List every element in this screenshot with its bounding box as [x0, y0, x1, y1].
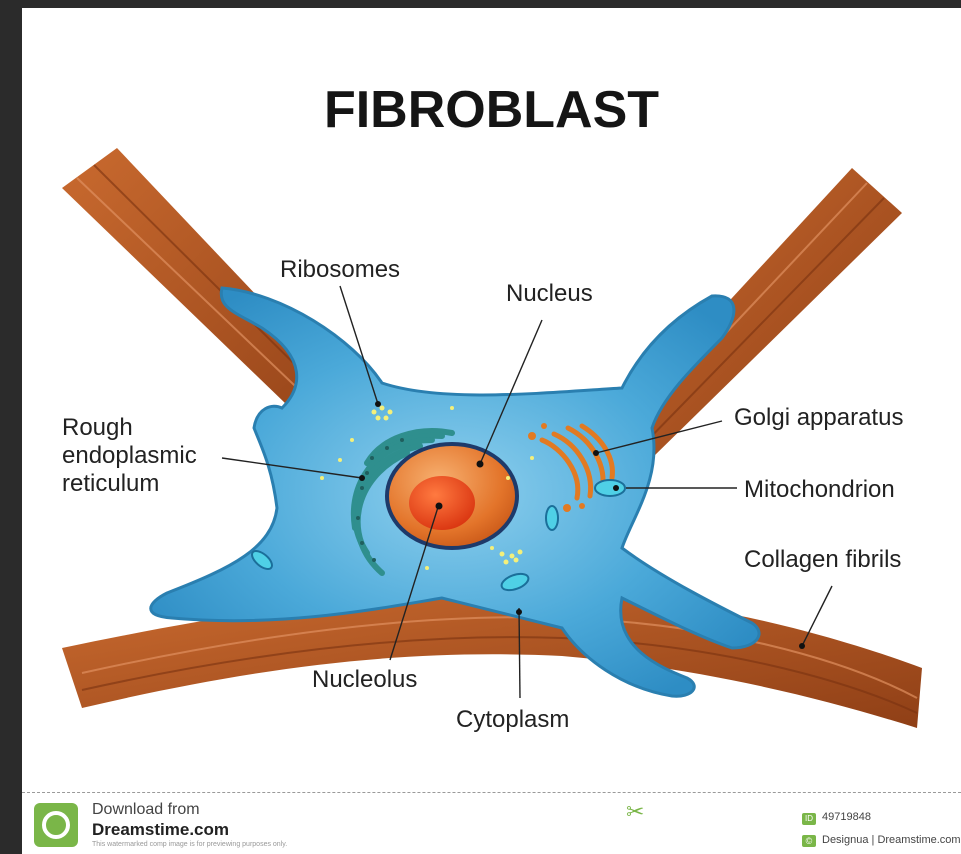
diagram-canvas: FIBROBLAST Ribosomes Nucleus Rough endop…: [22, 8, 961, 854]
nucleolus: [409, 476, 475, 530]
label-golgi-apparatus: Golgi apparatus: [734, 404, 903, 432]
copyright-icon: ©: [802, 835, 816, 847]
label-cytoplasm: Cytoplasm: [456, 706, 569, 734]
mitochondrion-2: [546, 506, 558, 530]
image-credit[interactable]: Designua | Dreamstime.com: [822, 834, 961, 846]
mitochondrion: [595, 480, 625, 496]
watermark-footer: Download from Dreamstime.com This waterm…: [22, 792, 961, 854]
label-collagen-fibrils: Collagen fibrils: [744, 546, 901, 574]
dreamstime-logo-icon: [34, 803, 78, 847]
scissors-icon: ✂: [626, 799, 644, 825]
label-rough-er-line1: Rough: [62, 414, 133, 442]
label-rough-er-line3: reticulum: [62, 470, 159, 498]
image-id: 49719848: [822, 811, 871, 823]
footer-brand[interactable]: Dreamstime.com: [92, 820, 229, 840]
id-badge: ID: [802, 813, 816, 825]
label-mitochondrion: Mitochondrion: [744, 476, 895, 504]
diagram-title: FIBROBLAST: [22, 80, 961, 140]
label-nucleus: Nucleus: [506, 280, 593, 308]
footer-download-from: Download from: [92, 801, 200, 819]
label-rough-er-line2: endoplasmic: [62, 442, 197, 470]
footer-notice: This watermarked comp image is for previ…: [92, 841, 287, 848]
label-ribosomes: Ribosomes: [280, 256, 400, 284]
label-nucleolus: Nucleolus: [312, 666, 417, 694]
